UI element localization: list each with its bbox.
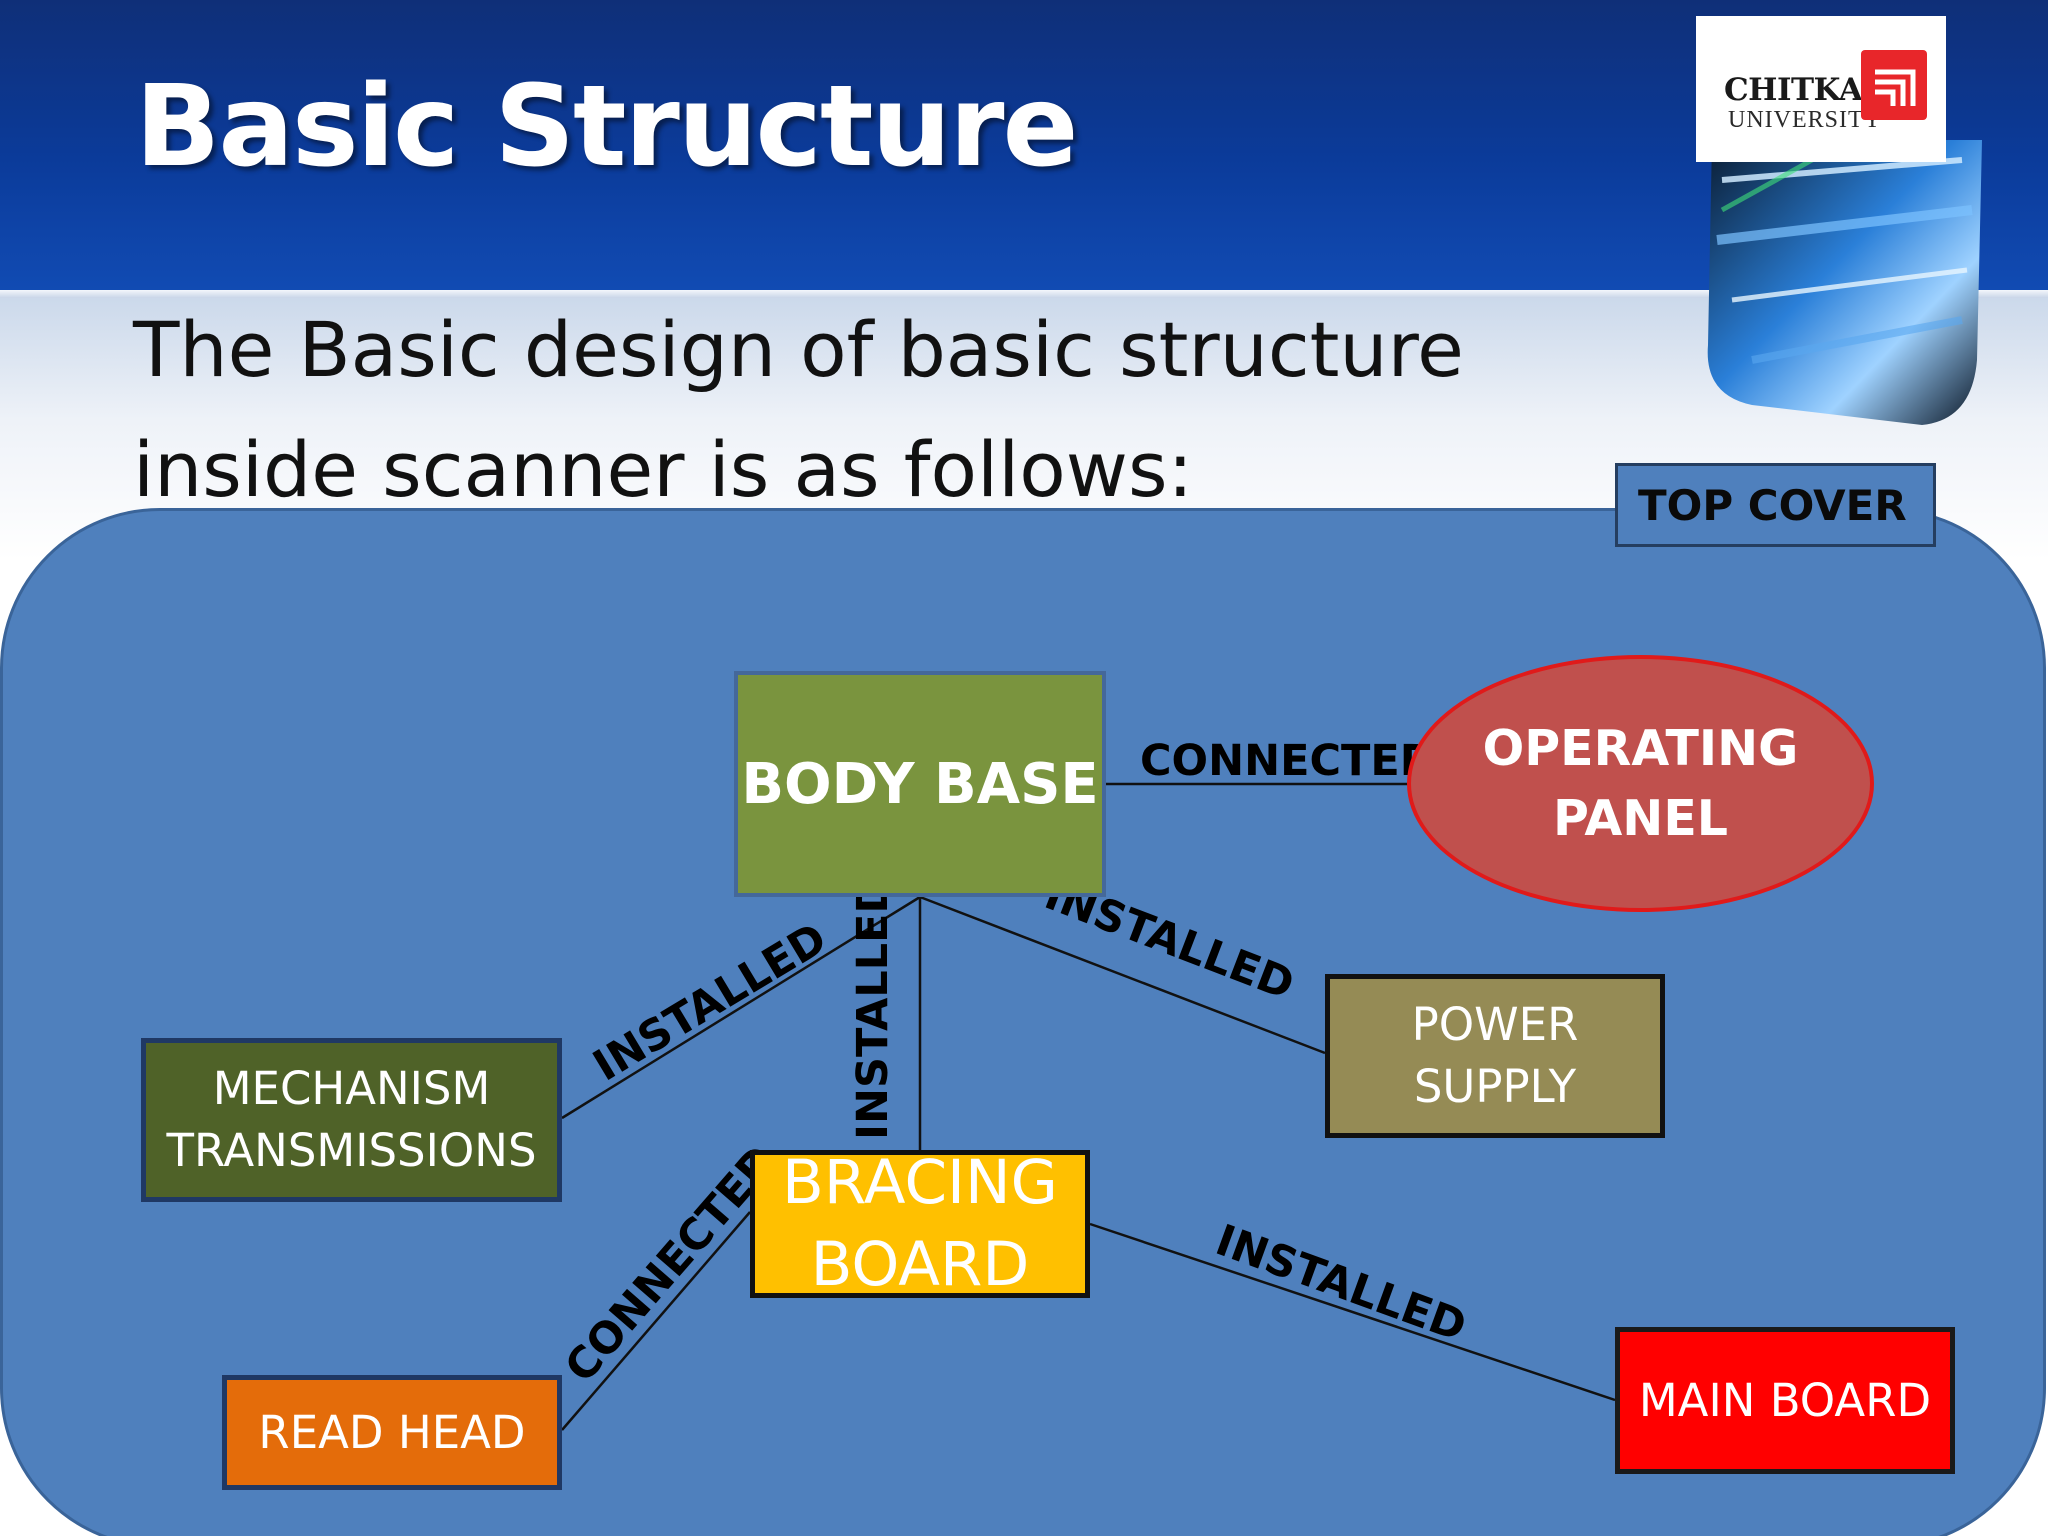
node-main-board: MAIN BOARD: [1615, 1327, 1955, 1474]
edge-line-bracing-readhead: [561, 1211, 751, 1431]
edge-line-bracing-mainboard: [1089, 1222, 1616, 1402]
node-operating-panel: OPERATING PANEL: [1407, 655, 1874, 912]
node-operating-panel-label: OPERATING PANEL: [1482, 719, 1799, 847]
slide-subtitle: The Basic design of basic structure insi…: [133, 305, 1464, 514]
node-power-supply: POWER SUPPLY: [1325, 974, 1665, 1138]
edge-label-installed-bracing: INSTALLED: [848, 878, 898, 1140]
node-power-supply-label: POWER SUPPLY: [1411, 998, 1579, 1113]
logo-mark-icon: [1861, 50, 1927, 120]
edge-label-installed-mainboard: INSTALLED: [1209, 1215, 1472, 1352]
node-bracing-board-label: BRACING BOARD: [782, 1147, 1058, 1300]
node-read-head-label: READ HEAD: [258, 1406, 526, 1459]
top-cover-label: TOP COVER: [1615, 463, 1936, 547]
node-mechanism-transmissions-label: MECHANISM TRANSMISSIONS: [166, 1062, 537, 1177]
edge-label-installed-mechanism: INSTALLED: [585, 914, 835, 1092]
header-divider: [0, 290, 2048, 298]
logo-light-streak-graphic: [1692, 120, 1992, 440]
logo-subtitle: UNIVERSITY: [1728, 107, 1882, 133]
node-bracing-board: BRACING BOARD: [750, 1147, 1090, 1300]
node-main-board-label: MAIN BOARD: [1638, 1374, 1932, 1427]
node-body-base: BODY BASE: [734, 671, 1106, 897]
node-read-head: READ HEAD: [222, 1375, 562, 1490]
slide-title: Basic Structure: [135, 62, 1078, 192]
node-body-base-label: BODY BASE: [741, 751, 1099, 817]
university-logo: CHITKARA UNIVERSITY: [1696, 16, 1946, 162]
node-mechanism-transmissions: MECHANISM TRANSMISSIONS: [141, 1038, 562, 1202]
edge-line-body-power: [919, 895, 1326, 1055]
edge-line-body-mechanism: [561, 895, 921, 1120]
edge-label-connected-panel: CONNECTED: [1140, 736, 1435, 786]
